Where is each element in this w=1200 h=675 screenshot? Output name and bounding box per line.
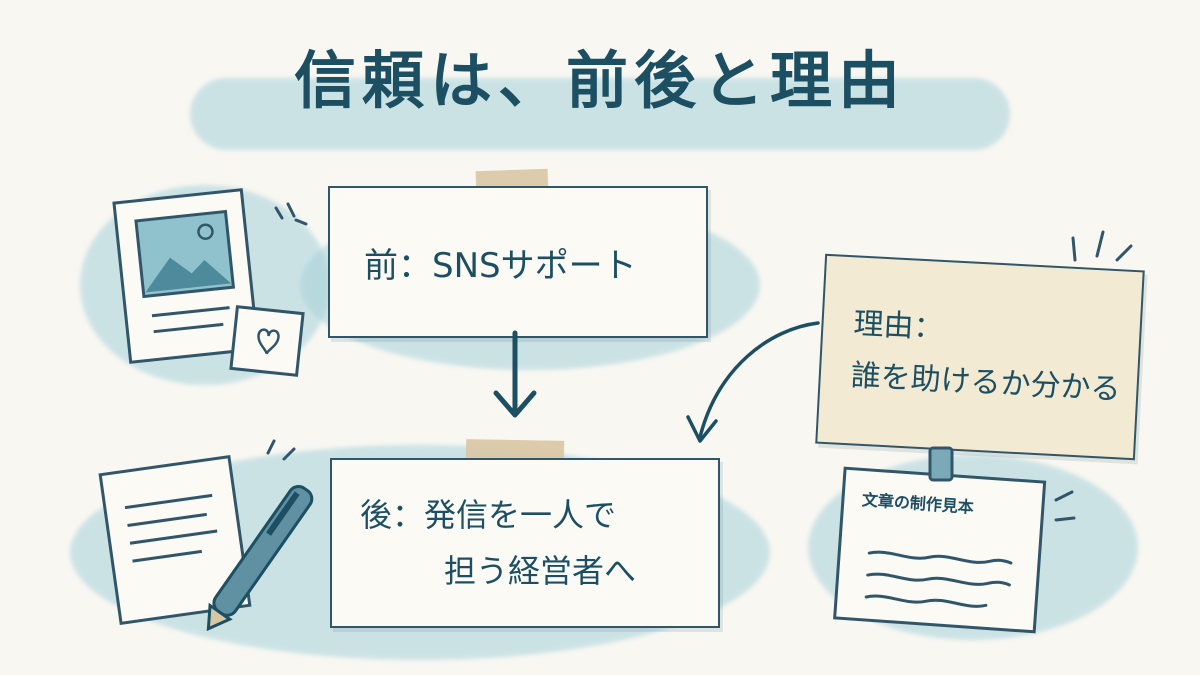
photo-post-icon	[112, 188, 308, 377]
before-card: 前：SNSサポート	[328, 186, 708, 338]
title-wash	[190, 78, 1010, 150]
page-title: 信頼は、前後と理由	[293, 44, 906, 117]
after-text-line2: 担う経営者へ	[444, 552, 637, 590]
down-arrow-icon	[493, 330, 537, 418]
after-text-line1: 後：発信を一人で	[360, 496, 617, 534]
before-text: 前：SNSサポート	[364, 245, 637, 286]
after-card: 後：発信を一人で 担う経営者へ	[330, 458, 720, 628]
sample-card-graphic	[833, 446, 1076, 634]
curved-arrow-icon	[686, 321, 820, 443]
document-pen-icon	[98, 439, 314, 632]
emphasis-lines-icon	[1071, 230, 1133, 262]
reason-card: 理由： 誰を助けるか分かる	[815, 253, 1145, 461]
